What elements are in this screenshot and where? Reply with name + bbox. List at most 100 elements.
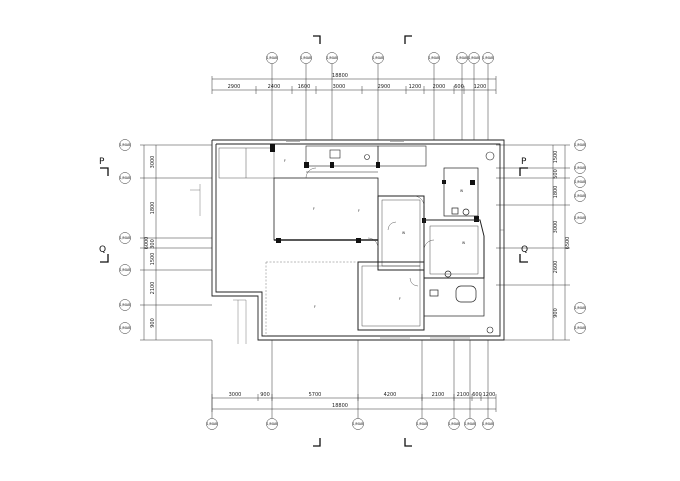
grid-bubble-text: 1/MAB [120, 236, 132, 240]
left-dimension-chain [140, 144, 212, 341]
grid-bubble-text: 1/MAB [120, 176, 132, 180]
grid-bubble-text: 1/MAB [120, 268, 132, 272]
bottom-dimension-labels: 3000 900 5700 4200 2100 2100 600 1200 [229, 392, 496, 398]
right-dimension-chain [496, 144, 570, 341]
bedroom-lower [357, 261, 425, 331]
room-label: F [284, 159, 286, 163]
grid-bubble-text: 1/MAB [120, 326, 132, 330]
bottom-dim-2: 900 [260, 392, 270, 398]
right-dim-4: 3000 [553, 221, 559, 234]
lower-terrace [265, 261, 356, 336]
grid-bubble-text: 1/MAB [327, 56, 339, 60]
top-dim-4: 3000 [333, 84, 346, 90]
section-mark-label: P [521, 157, 527, 167]
right-dim-2: 500 [553, 169, 559, 179]
grid-bubble-text: 1/MAB [267, 56, 279, 60]
bottom-grid-bubble-labels: 1/MAB 1/MAB 1/MAB 1/MAB 1/MAB 1/MAB 1/MA… [207, 422, 495, 426]
grid-bubble-text: 1/MAB [353, 422, 365, 426]
bottom-overall-dimension: 18800 [332, 403, 348, 409]
grid-bubble-text: 1/MAB [575, 306, 587, 310]
bottom-dim-4: 4200 [384, 392, 397, 398]
grid-bubble-text: 1/MAB [373, 56, 385, 60]
bottom-dim-1: 3000 [229, 392, 242, 398]
bottom-cut-marks [313, 438, 412, 447]
top-grid-bubble-labels: 1/MAB 1/MAB 1/MAB 1/MAB 1/MAB 1/MAB 1/MA… [267, 56, 495, 60]
grid-bubble-text: 1/MAB [465, 422, 477, 426]
grid-bubble-text: 1/MAB [575, 326, 587, 330]
bathroom-block [423, 167, 485, 317]
left-dim-1: 3000 [150, 156, 156, 169]
grid-bubble-text: 1/MAB [575, 194, 587, 198]
grid-bubble-text: 1/MAB [575, 216, 587, 220]
left-dim-5: 2100 [150, 282, 156, 295]
left-dim-3: 300 [150, 239, 156, 249]
grid-bubble-text: 1/MAB [267, 422, 279, 426]
right-grid-bubble-labels: 1/MAB 1/MAB 1/MAB 1/MAB 1/MAB 1/MAB 1/MA… [575, 143, 587, 330]
top-dim-5: 2900 [378, 84, 391, 90]
grid-bubble-text: 1/MAB [429, 56, 441, 60]
left-dimension-labels: 6000 3000 1800 300 1500 2100 900 [144, 156, 156, 328]
master-bedroom [424, 219, 485, 279]
building-outer-wall [211, 139, 505, 341]
right-section-marks [519, 167, 528, 263]
bottom-dim-3: 5700 [309, 392, 322, 398]
grid-bubble-text: 1/MAB [449, 422, 461, 426]
section-mark-label: Q [99, 245, 106, 255]
top-overall-dimension: 18800 [332, 73, 348, 79]
left-total-dim: 6000 [144, 237, 150, 250]
room-label: F [313, 207, 315, 211]
grid-bubble-text: 1/MAB [575, 143, 587, 147]
top-dimension-labels: 2900 2400 1600 3000 2900 1200 2000 600 1… [228, 84, 487, 90]
grid-bubble-text: 1/MAB [469, 56, 481, 60]
grid-bubble-text: 1/MAB [207, 422, 219, 426]
grid-bubble-text: 1/MAB [120, 143, 132, 147]
door-swings [305, 167, 435, 287]
bottom-dimension-chain [211, 394, 497, 412]
top-dim-3: 1600 [298, 84, 311, 90]
room-label: W [402, 231, 406, 235]
top-dim-8: 600 [454, 84, 464, 90]
right-dimension-labels: 6500 1500 500 1800 3000 2600 900 [553, 151, 571, 318]
bedroom-upper [377, 195, 425, 271]
grid-bubble-text: 1/MAB [301, 56, 313, 60]
top-dim-1: 2900 [228, 84, 241, 90]
living-hall [273, 177, 379, 241]
kitchen-strip [305, 145, 427, 173]
top-dimension-chain [211, 76, 497, 94]
grid-bubble-text: 1/MAB [457, 56, 469, 60]
corner-columns [485, 151, 495, 334]
grid-bubble-text: 1/MAB [483, 56, 495, 60]
top-dim-6: 1200 [409, 84, 422, 90]
bottom-grid-bubbles [206, 340, 494, 430]
left-section-marks [100, 167, 109, 263]
solid-wall-segments [270, 144, 479, 243]
room-label: W [462, 241, 466, 245]
grid-bubble-text: 1/MAB [120, 303, 132, 307]
right-total-dim: 6500 [565, 237, 571, 250]
left-dim-2: 1800 [150, 202, 156, 215]
room-label: F [358, 209, 360, 213]
grid-bubble-text: 1/MAB [575, 166, 587, 170]
top-cut-marks [313, 35, 412, 44]
room-label: F [399, 297, 401, 301]
grid-bubble-text: 1/MAB [575, 180, 587, 184]
section-mark-label: Q [521, 245, 528, 255]
room-label: W [460, 189, 464, 193]
right-dim-5: 2600 [553, 261, 559, 274]
bottom-dim-8: 1200 [483, 392, 496, 398]
right-dim-6: 900 [553, 308, 559, 318]
room-label: F [314, 305, 316, 309]
top-grid-bubbles [266, 52, 494, 140]
left-grid-bubble-labels: 1/MAB 1/MAB 1/MAB 1/MAB 1/MAB 1/MAB [120, 143, 132, 330]
annotation-leaders [190, 184, 247, 344]
top-dim-9: 1200 [474, 84, 487, 90]
left-dim-6: 900 [150, 318, 156, 328]
section-mark-label: P [99, 157, 105, 167]
right-dim-3: 1800 [553, 186, 559, 199]
grid-bubble-text: 1/MAB [483, 422, 495, 426]
top-dim-7: 2000 [433, 84, 446, 90]
left-grid-bubbles [119, 139, 131, 334]
top-dim-2: 2400 [268, 84, 281, 90]
bottom-dim-5: 2100 [432, 392, 445, 398]
right-grid-bubbles [574, 139, 586, 334]
